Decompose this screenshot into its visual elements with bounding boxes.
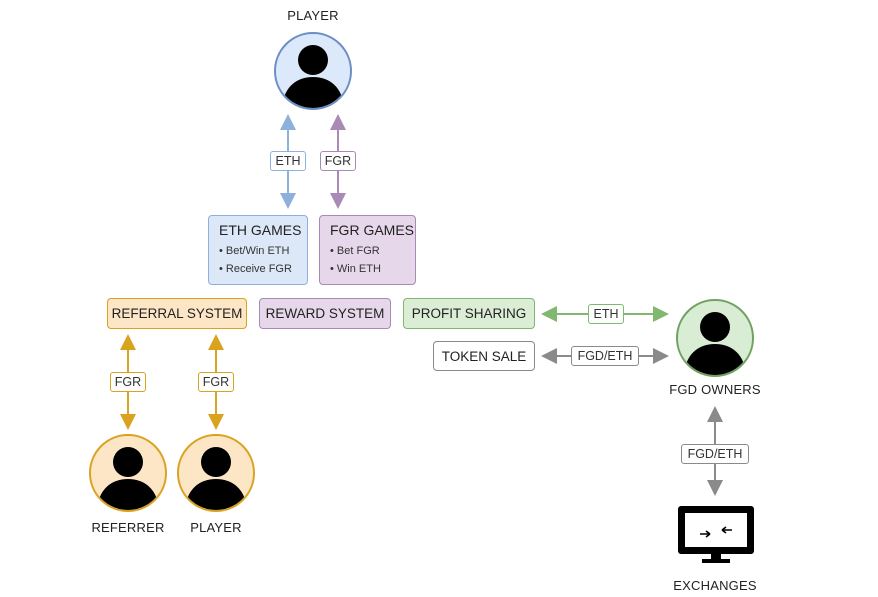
eth-games-item: • Receive FGR	[219, 263, 292, 275]
person-silhouette-icon	[97, 447, 159, 510]
person-silhouette-icon	[185, 447, 247, 510]
player-bottom-label: PLAYER	[190, 520, 242, 535]
flow-tag-player-bottom-fgr: FGR	[198, 372, 234, 392]
fgr-games-item: • Win ETH	[330, 263, 381, 275]
referrer-label: REFERRER	[91, 520, 165, 535]
flow-tag-profit-eth: ETH	[588, 304, 624, 324]
person-silhouette-icon	[282, 45, 344, 108]
person-silhouette-icon	[684, 312, 746, 375]
token-sale-box: TOKEN SALE	[433, 341, 535, 371]
flow-tag-referrer-fgr: FGR	[110, 372, 146, 392]
fgr-games-title: FGR GAMES	[330, 222, 415, 238]
monitor-exchange-icon	[678, 506, 754, 563]
fgr-games-box: FGR GAMES • Bet FGR • Win ETH	[319, 215, 416, 285]
flow-tag-exchanges-fgd-eth: FGD/ETH	[681, 444, 749, 464]
player-bottom-avatar	[177, 434, 255, 512]
flow-tag-player-eth: ETH	[270, 151, 306, 171]
exchanges-label: EXCHANGES	[673, 578, 757, 593]
flow-tag-player-fgr: FGR	[320, 151, 356, 171]
referral-system-box: REFERRAL SYSTEM	[107, 298, 247, 329]
fgd-owners-label: FGD OWNERS	[669, 382, 761, 397]
reward-system-box: REWARD SYSTEM	[259, 298, 391, 329]
fgr-games-item: • Bet FGR	[330, 245, 380, 257]
profit-sharing-box: PROFIT SHARING	[403, 298, 535, 329]
eth-games-box: ETH GAMES • Bet/Win ETH • Receive FGR	[208, 215, 308, 285]
flow-tag-tokensale-fgd-eth: FGD/ETH	[571, 346, 639, 366]
player-top-avatar	[274, 32, 352, 110]
eth-games-item: • Bet/Win ETH	[219, 245, 290, 257]
eth-games-title: ETH GAMES	[219, 222, 302, 238]
referrer-avatar	[89, 434, 167, 512]
fgd-owners-avatar	[676, 299, 754, 377]
player-top-label: PLAYER	[287, 8, 339, 23]
